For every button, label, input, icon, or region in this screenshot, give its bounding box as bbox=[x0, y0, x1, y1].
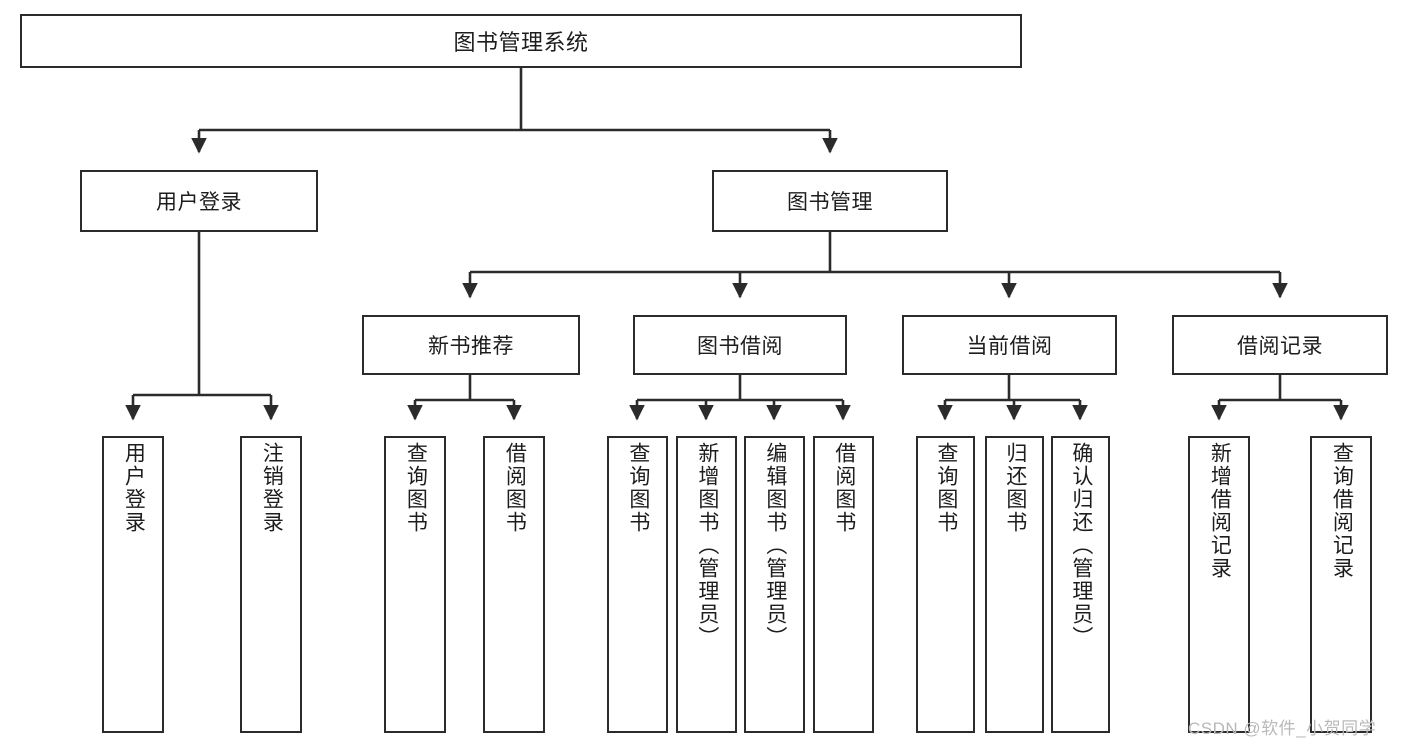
node-new-book-recommend[interactable]: 新书推荐 bbox=[362, 315, 580, 375]
csdn-watermark: CSDN @软件_小贺同学 bbox=[1188, 719, 1377, 738]
node-borrow-record[interactable]: 借阅记录 bbox=[1172, 315, 1388, 375]
node-book-management[interactable]: 图书管理 bbox=[712, 170, 948, 232]
node-label: 图书借阅 bbox=[697, 335, 783, 358]
node-leaf-edit-book-admin[interactable]: 编辑图书（管理员） bbox=[744, 436, 805, 733]
node-label: 新书推荐 bbox=[428, 335, 514, 358]
node-book-borrow[interactable]: 图书借阅 bbox=[633, 315, 847, 375]
node-leaf-query-book-current[interactable]: 查询图书 bbox=[916, 436, 975, 733]
node-label: 图书管理 bbox=[787, 191, 873, 214]
node-label: 用户登录 bbox=[122, 442, 146, 534]
node-leaf-user-login[interactable]: 用户登录 bbox=[102, 436, 164, 733]
node-leaf-return-book[interactable]: 归还图书 bbox=[985, 436, 1044, 733]
node-label: 确认归还（管理员） bbox=[1069, 442, 1093, 649]
node-label: 新增借阅记录 bbox=[1208, 442, 1232, 580]
node-leaf-borrow-book-newbook[interactable]: 借阅图书 bbox=[483, 436, 545, 733]
node-label: 图书管理系统 bbox=[453, 30, 589, 55]
node-label: 归还图书 bbox=[1003, 442, 1027, 534]
node-label: 编辑图书（管理员） bbox=[763, 442, 787, 649]
node-leaf-add-borrow-record[interactable]: 新增借阅记录 bbox=[1188, 436, 1250, 733]
node-user-login[interactable]: 用户登录 bbox=[80, 170, 318, 232]
node-label: 查询图书 bbox=[934, 442, 958, 534]
node-root-system[interactable]: 图书管理系统 bbox=[20, 14, 1022, 68]
node-leaf-query-borrow-record[interactable]: 查询借阅记录 bbox=[1310, 436, 1372, 733]
node-leaf-query-book-borrow[interactable]: 查询图书 bbox=[607, 436, 668, 733]
node-current-borrow[interactable]: 当前借阅 bbox=[902, 315, 1117, 375]
node-label: 借阅图书 bbox=[832, 442, 856, 534]
node-label: 借阅记录 bbox=[1237, 335, 1323, 358]
node-leaf-query-book-newbook[interactable]: 查询图书 bbox=[384, 436, 446, 733]
node-label: 查询图书 bbox=[404, 442, 428, 534]
node-leaf-confirm-return-admin[interactable]: 确认归还（管理员） bbox=[1051, 436, 1110, 733]
node-label: 当前借阅 bbox=[966, 335, 1053, 358]
node-label: 新增图书（管理员） bbox=[695, 442, 719, 649]
node-leaf-borrow-book[interactable]: 借阅图书 bbox=[813, 436, 874, 733]
node-label: 注销登录 bbox=[260, 442, 284, 534]
node-label: 用户登录 bbox=[156, 191, 242, 214]
node-label: 查询图书 bbox=[626, 442, 650, 534]
node-label: 借阅图书 bbox=[503, 442, 527, 534]
node-leaf-add-book-admin[interactable]: 新增图书（管理员） bbox=[676, 436, 737, 733]
node-label: 查询借阅记录 bbox=[1330, 442, 1354, 580]
node-leaf-logout[interactable]: 注销登录 bbox=[240, 436, 302, 733]
